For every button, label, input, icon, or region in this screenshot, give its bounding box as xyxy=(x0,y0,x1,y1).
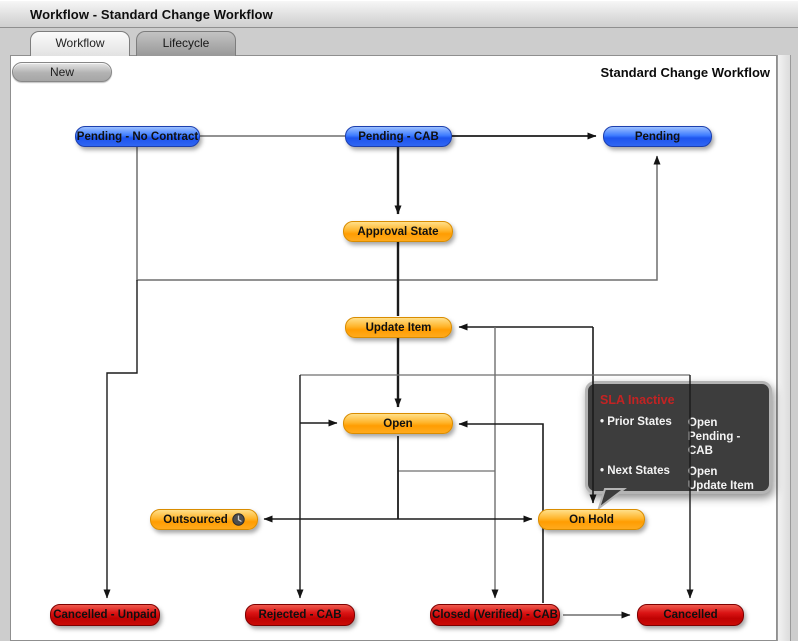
node-approval-state[interactable]: Approval State xyxy=(343,221,453,242)
vertical-scrollbar[interactable] xyxy=(777,55,791,641)
node-pending-no-contract[interactable]: Pending - No Contract xyxy=(75,126,200,147)
diagram-heading: Standard Change Workflow xyxy=(600,65,771,80)
window-titlebar: Workflow - Standard Change Workflow xyxy=(0,0,798,28)
node-label: Open xyxy=(383,417,413,430)
node-label: Approval State xyxy=(357,225,439,238)
node-label: Cancelled xyxy=(663,609,718,621)
node-closed-verified-cab[interactable]: Closed (Verified) - CAB xyxy=(430,604,560,626)
node-pending-cab[interactable]: Pending - CAB xyxy=(345,126,452,147)
window-title: Workflow - Standard Change Workflow xyxy=(30,7,273,22)
node-label: Cancelled - Unpaid xyxy=(53,609,157,621)
node-pending[interactable]: Pending xyxy=(603,126,712,147)
node-label: Outsourced xyxy=(163,513,228,526)
node-label: Rejected - CAB xyxy=(258,609,342,621)
node-outsourced[interactable]: Outsourced xyxy=(150,509,258,530)
clock-icon xyxy=(232,513,245,526)
node-cancelled-unpaid[interactable]: Cancelled - Unpaid xyxy=(50,604,160,626)
node-label: Pending - No Contract xyxy=(76,130,199,143)
node-open[interactable]: Open xyxy=(343,413,453,434)
node-label: Closed (Verified) - CAB xyxy=(432,609,558,621)
node-on-hold[interactable]: On Hold xyxy=(538,509,645,530)
node-rejected-cab[interactable]: Rejected - CAB xyxy=(245,604,355,626)
node-cancelled[interactable]: Cancelled xyxy=(637,604,744,626)
node-label: Pending xyxy=(634,130,681,143)
node-update-item[interactable]: Update Item xyxy=(345,317,452,338)
new-button[interactable]: New xyxy=(12,62,112,82)
tab-workflow[interactable]: Workflow xyxy=(30,31,130,56)
tab-lifecycle[interactable]: Lifecycle xyxy=(136,31,236,56)
node-label: Pending - CAB xyxy=(358,130,439,143)
tooltip-title: SLA Inactive xyxy=(600,393,675,407)
node-label: On Hold xyxy=(569,513,614,526)
node-label: Update Item xyxy=(365,321,432,334)
